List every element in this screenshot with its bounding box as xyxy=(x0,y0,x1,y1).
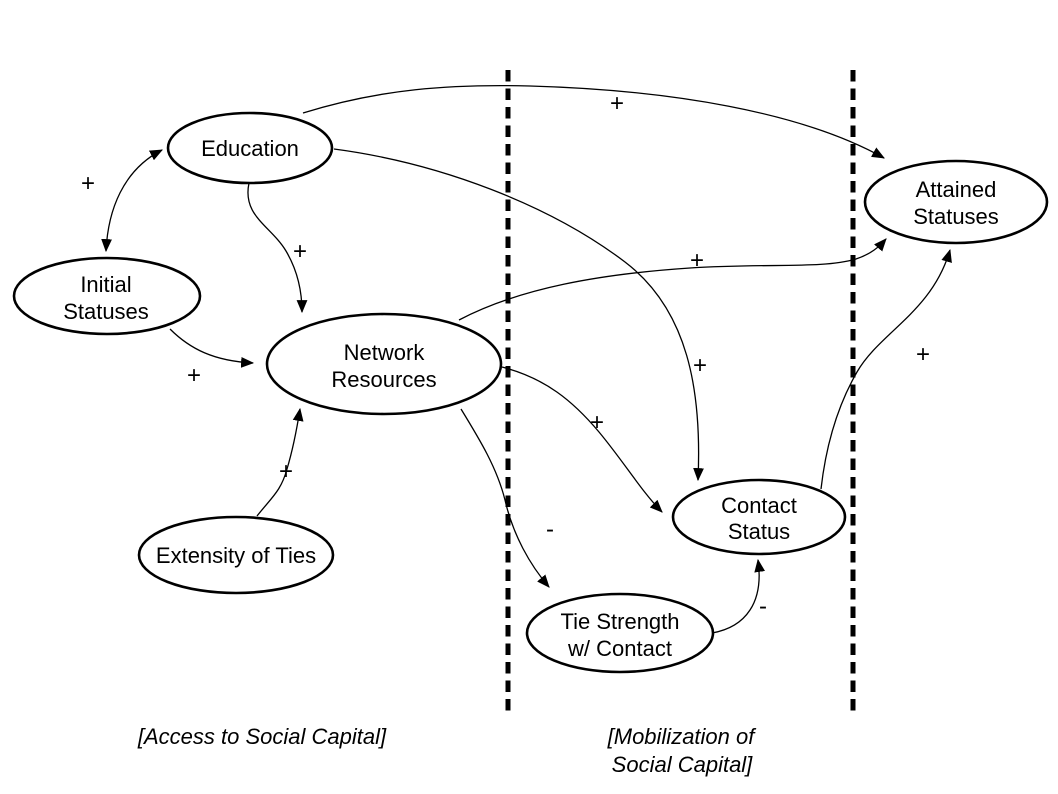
edge-tie-strength-contact-status xyxy=(711,558,766,634)
edge-education-attained-statuses xyxy=(302,84,885,159)
edge-sign: + xyxy=(693,352,707,379)
edge-initial-statuses-network-resources xyxy=(169,328,255,368)
edge-sign: + xyxy=(916,341,930,368)
edge-network-resources-attained-statuses xyxy=(458,238,887,321)
edge-network-resources-tie-strength xyxy=(460,408,550,588)
edge-sign: + xyxy=(187,362,201,389)
node-contact-status: Contact Status xyxy=(671,478,847,556)
node-contact-status-label-line1: Contact xyxy=(721,493,797,518)
node-initial-statuses: Initial Statuses xyxy=(12,256,202,336)
node-attained-statuses-ellipse xyxy=(863,159,1049,245)
node-initial-statuses-ellipse xyxy=(12,256,202,336)
node-tie-strength: Tie Strength w/ Contact xyxy=(525,592,715,674)
node-network-resources-ellipse xyxy=(265,312,503,416)
edge-sign: + xyxy=(590,409,604,436)
edge-initial-statuses-education xyxy=(101,149,163,253)
node-network-resources: Network Resources xyxy=(265,312,503,416)
edge-education-contact-status xyxy=(333,148,704,482)
node-tie-strength-label-line1: Tie Strength xyxy=(560,609,679,634)
caption-mobilization-line2: Social Capital] xyxy=(612,752,754,777)
edge-education-network-resources xyxy=(247,182,308,314)
node-contact-status-label-line2: Status xyxy=(728,519,790,544)
node-network-resources-label-line1: Network xyxy=(344,340,426,365)
caption-mobilization-line1: [Mobilization of xyxy=(607,724,758,749)
edge-sign: - xyxy=(759,593,767,620)
node-contact-status-ellipse xyxy=(671,478,847,556)
node-initial-statuses-label-line2: Statuses xyxy=(63,299,149,324)
node-network-resources-label-line2: Resources xyxy=(331,367,436,392)
node-initial-statuses-label-line1: Initial xyxy=(80,272,131,297)
node-extensity-of-ties-ellipse xyxy=(137,515,335,595)
node-attained-statuses-label-line1: Attained xyxy=(916,177,997,202)
node-education-label: Education xyxy=(201,136,299,161)
node-education: Education xyxy=(166,111,334,185)
node-attained-statuses-label-line2: Statuses xyxy=(913,204,999,229)
node-attained-statuses: Attained Statuses xyxy=(863,159,1049,245)
edge-sign: + xyxy=(610,90,624,117)
node-extensity-of-ties-label: Extensity of Ties xyxy=(156,543,316,568)
edge-extensity-network-resources xyxy=(256,407,304,517)
edge-contact-status-attained-statuses xyxy=(820,248,952,490)
edge-sign: + xyxy=(279,458,293,485)
edge-sign: + xyxy=(293,238,307,265)
edge-network-resources-contact-status xyxy=(501,366,663,513)
node-extensity-of-ties: Extensity of Ties xyxy=(137,515,335,595)
edge-sign: + xyxy=(81,170,95,197)
edge-sign: - xyxy=(546,516,554,543)
caption-access: [Access to Social Capital] xyxy=(137,724,387,749)
node-education-ellipse xyxy=(166,111,334,185)
node-tie-strength-label-line2: w/ Contact xyxy=(567,636,672,661)
edge-sign: + xyxy=(690,247,704,274)
node-tie-strength-ellipse xyxy=(525,592,715,674)
